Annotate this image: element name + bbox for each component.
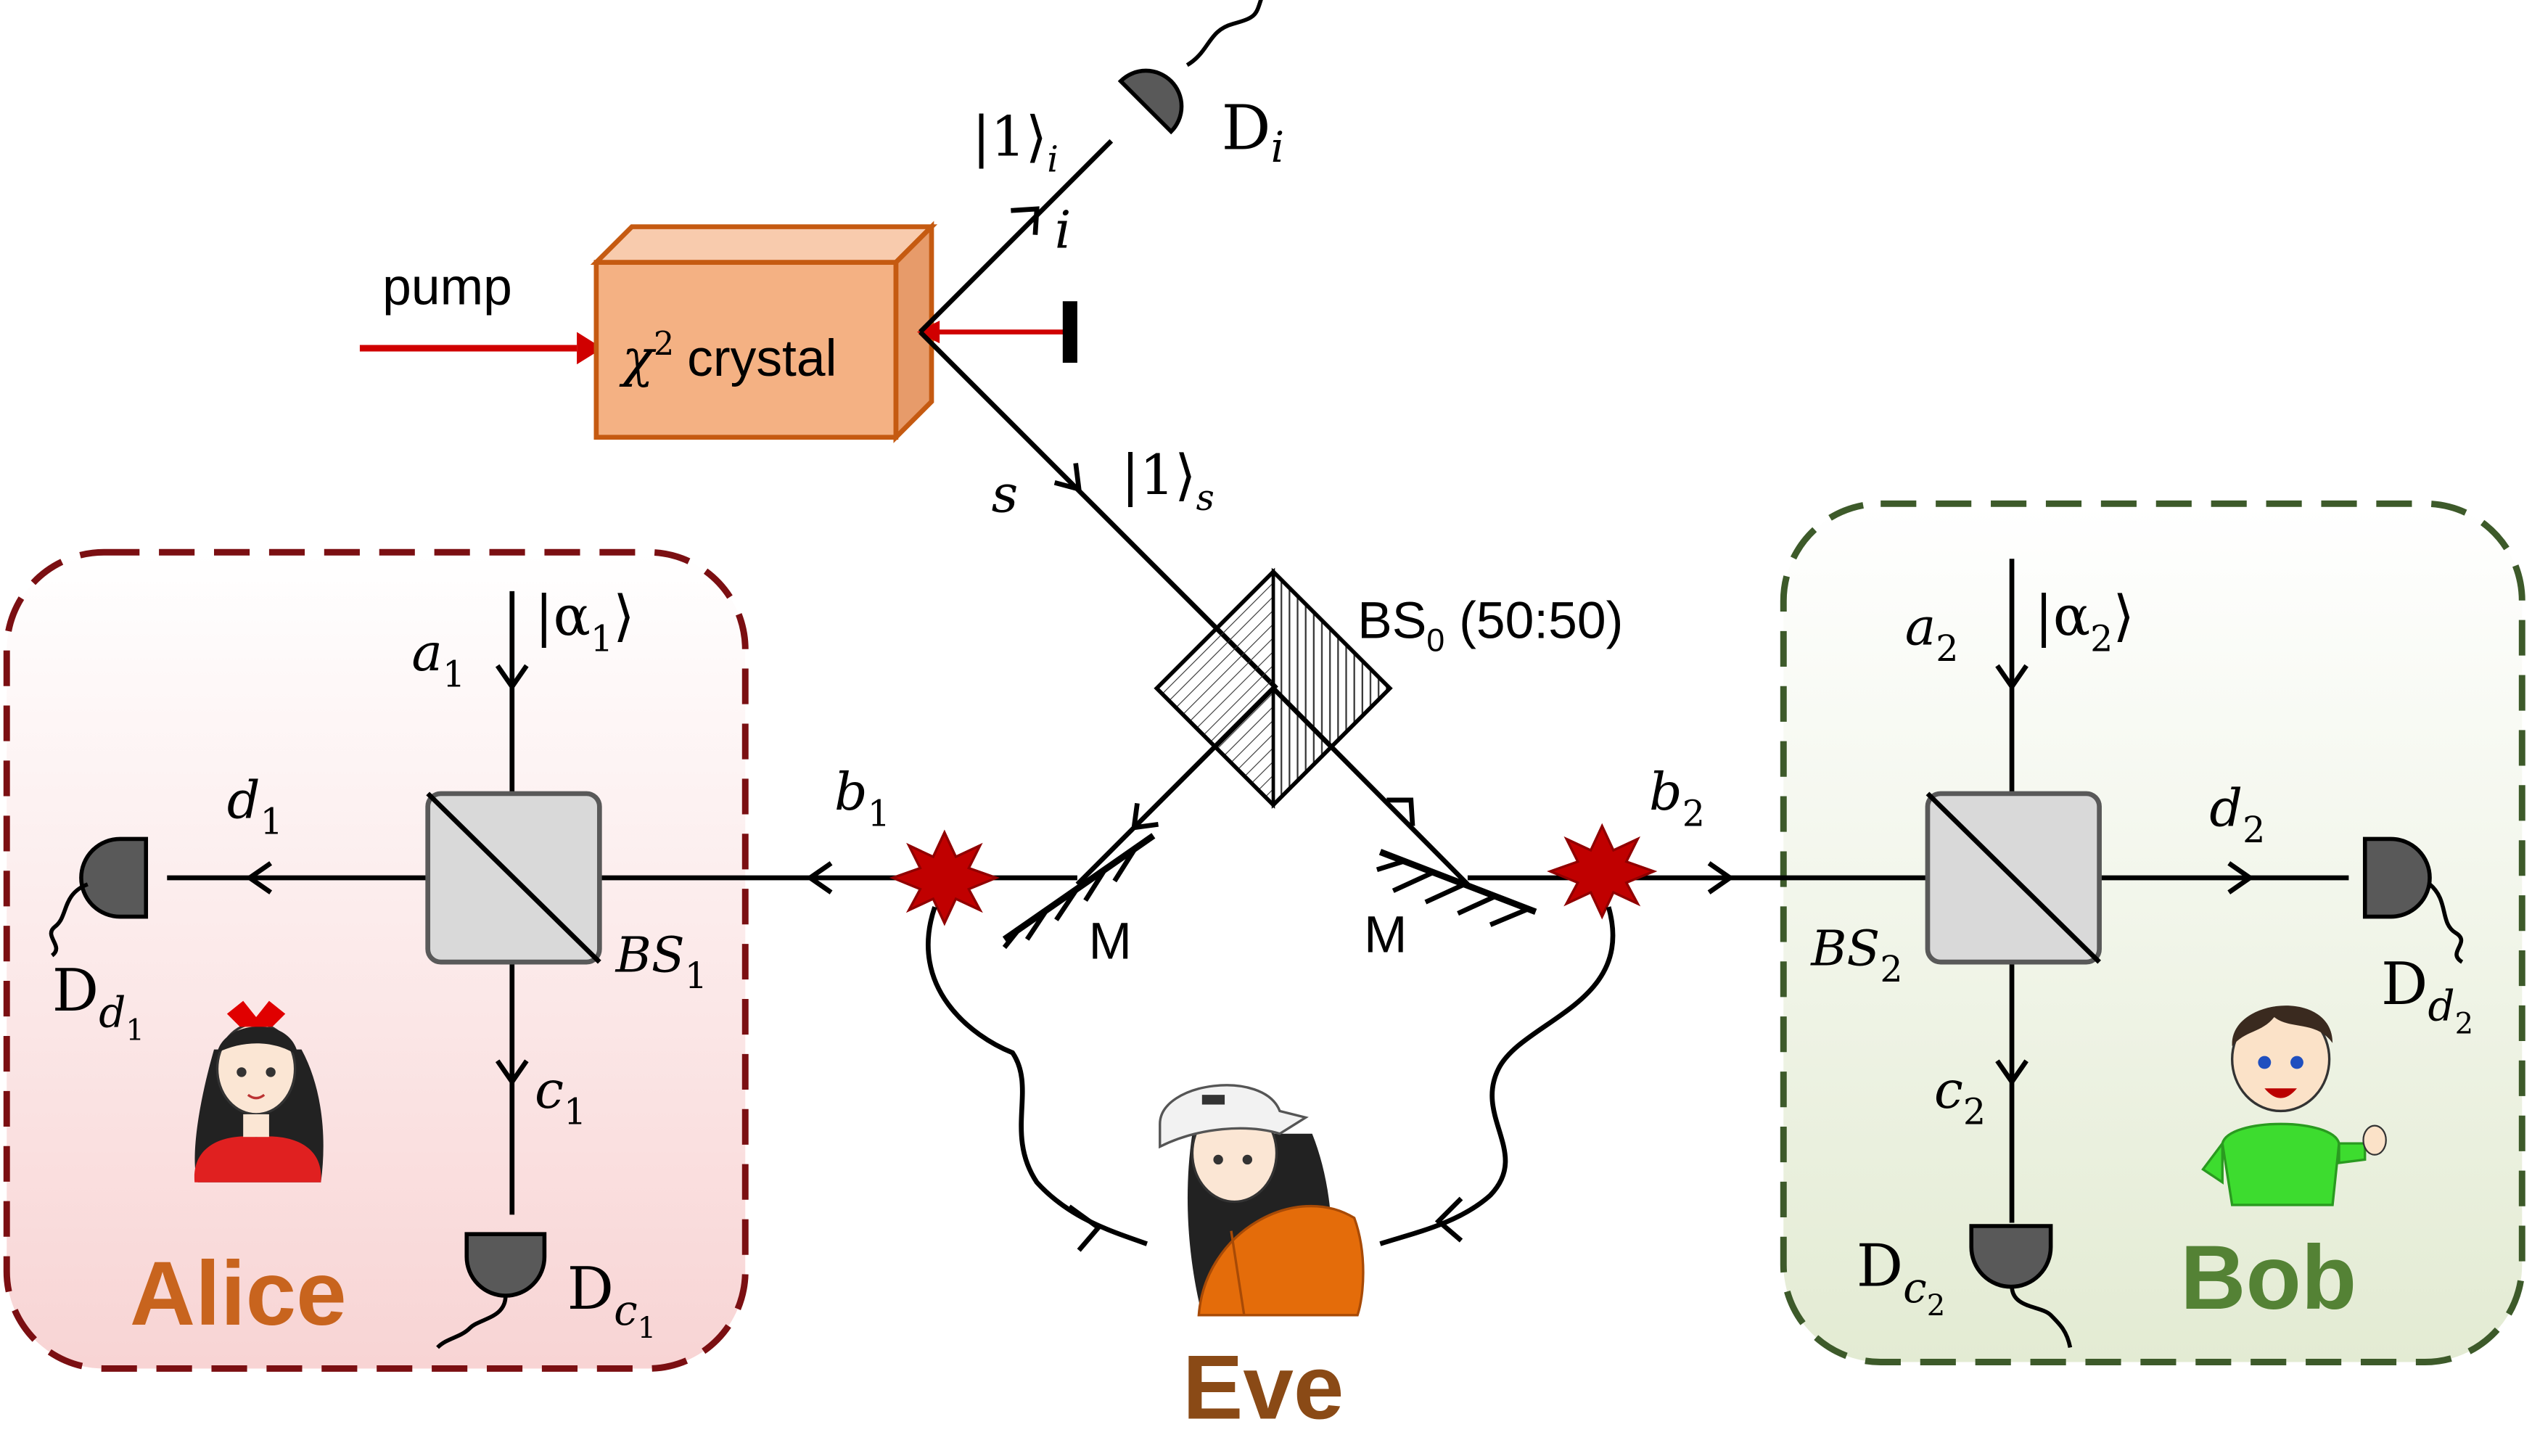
- alice-avatar-icon: [194, 1000, 324, 1183]
- crystal-chi: χ: [619, 328, 657, 388]
- c2-label: c2: [1934, 1060, 1986, 1132]
- crystal-sup: 2: [654, 325, 674, 363]
- mirror-icon: [1376, 849, 1537, 927]
- bs0-right-output: [1271, 686, 1470, 887]
- alice-label: Alice: [130, 1243, 347, 1344]
- bs0-left-output: [1075, 686, 1275, 887]
- detector-icon: [1117, 0, 1265, 135]
- eve-label: Eve: [1183, 1338, 1344, 1439]
- bob-label: Bob: [2180, 1227, 2356, 1328]
- crystal: [590, 221, 938, 443]
- idler-path-label: i: [1055, 200, 1072, 260]
- mirror-left-label: M: [1089, 913, 1133, 971]
- crystal-word: crystal: [687, 329, 837, 387]
- interception-burst-icon: [889, 829, 1000, 926]
- mirror-right-label: M: [1364, 906, 1407, 964]
- b2-label: b2: [1649, 762, 1705, 834]
- bob-avatar-icon: [2201, 1005, 2387, 1206]
- d1-label: d1: [227, 770, 283, 842]
- alice-station: [3, 548, 749, 1372]
- signal-ket: |1⟩s: [1121, 443, 1214, 519]
- a1-label: a1: [411, 622, 465, 695]
- detector-d1-label: Dd1: [52, 956, 144, 1047]
- alice-box: [3, 548, 749, 1372]
- b1-label: b1: [834, 762, 890, 834]
- alpha2-label: |α2⟩: [2034, 584, 2134, 659]
- beam-splitter-bs2: [1925, 791, 2102, 965]
- beam-splitter-bs1: [425, 791, 602, 965]
- detector-icon: [49, 836, 149, 958]
- eve-avatar-icon: [1159, 1084, 1365, 1317]
- bs0-label: BS0 (50:50): [1357, 592, 1623, 659]
- detector-icon: [1969, 1224, 2073, 1349]
- idler-ket: |1⟩i: [972, 104, 1059, 180]
- d2-label: d2: [2209, 778, 2265, 851]
- pump-beam: [359, 332, 603, 365]
- a2-label: a2: [1905, 597, 1959, 670]
- idler-path: [918, 139, 1114, 334]
- detector-d2-label: Dd2: [2381, 950, 2473, 1040]
- mirror-icon: [1002, 833, 1156, 950]
- c1-label: c1: [535, 1060, 586, 1132]
- detector-c2-label: Dc2: [1857, 1232, 1946, 1323]
- eve-tap-left: [925, 906, 1148, 1252]
- detector-i-label: Di: [1222, 92, 1285, 172]
- eve-tap-right: [1379, 906, 1616, 1246]
- bs1-label: BS1: [614, 926, 707, 996]
- interception-burst-icon: [1547, 823, 1658, 920]
- detector-icon: [2362, 836, 2464, 964]
- detector-c1-label: Dc1: [567, 1254, 657, 1345]
- alpha1-label: |α1⟩: [535, 584, 635, 659]
- detector-icon: [436, 1232, 547, 1349]
- crystal-label: χ2 crystal: [619, 325, 837, 388]
- bs2-label: BS2: [1809, 921, 1902, 990]
- signal-path-label: s: [992, 464, 1019, 524]
- pump-label: pump: [382, 258, 512, 316]
- pump-block: [916, 301, 1077, 363]
